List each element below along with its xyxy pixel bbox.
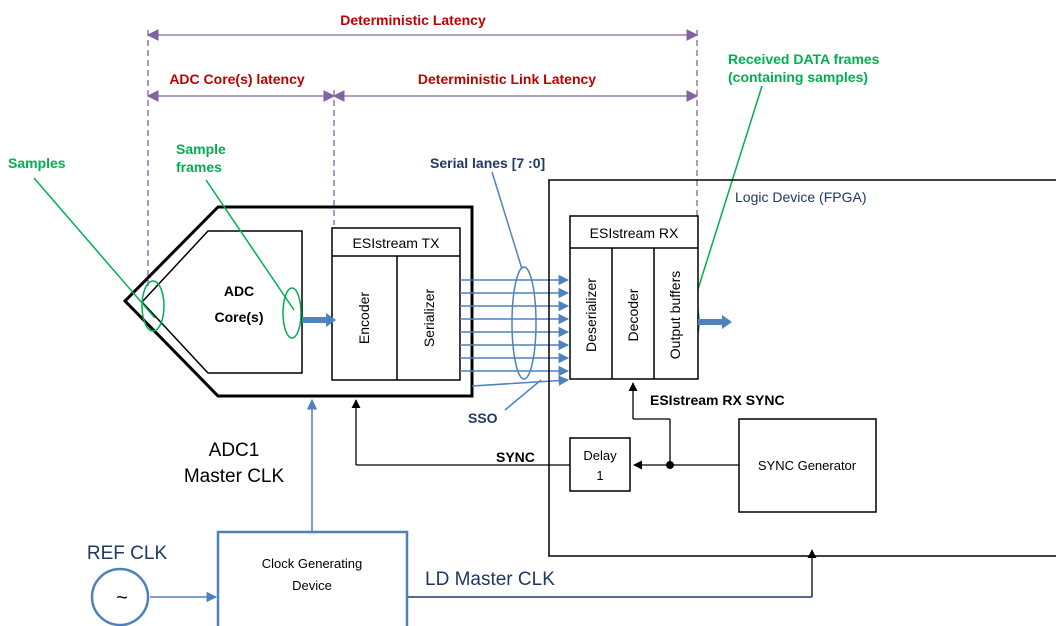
delay-block: [569, 437, 631, 492]
decoder-label: Decoder: [625, 288, 641, 341]
oscillator-symbol: ~: [116, 587, 128, 609]
sample-frames-ellipse: [282, 287, 302, 339]
adc1-master-clk-label-1: ADC1: [209, 440, 260, 461]
deterministic-latency-label: Deterministic Latency: [340, 12, 486, 28]
logic-device-label: Logic Device (FPGA): [735, 189, 866, 205]
adc-core-block: [140, 230, 303, 374]
received-data-frames-label-2: (containing samples): [728, 69, 868, 85]
received-data-frames-label-1: Received DATA frames: [728, 51, 880, 67]
link-latency-label: Deterministic Link Latency: [418, 71, 596, 87]
ld-master-clk-label: LD Master CLK: [425, 569, 555, 590]
sso-label: SSO: [468, 410, 498, 426]
sync-wiring: [351, 382, 817, 597]
deserializer-label: Deserializer: [583, 278, 599, 352]
sample-frames-label-1: Sample: [176, 141, 226, 157]
samples-ellipse: [141, 280, 165, 332]
adc-core-label-2: Core(s): [214, 309, 263, 325]
delay-label-1: Delay: [583, 448, 617, 463]
adc-core-latency-label: ADC Core(s) latency: [169, 71, 305, 87]
esistream-rx-block: ESIstream RX Deserializer Decoder Output…: [569, 215, 699, 380]
ref-clk-oscillator: ~: [90, 567, 150, 626]
ref-clk-label: REF CLK: [87, 543, 168, 564]
sync-generator-label: SYNC Generator: [758, 458, 857, 473]
serial-lanes-ellipse: [511, 266, 537, 380]
delay-label-2: 1: [596, 468, 603, 483]
adc-core-label-1: ADC: [224, 283, 254, 299]
serial-lanes: [460, 171, 570, 411]
encoder-label: Encoder: [356, 292, 372, 344]
sync-junction: [666, 461, 674, 469]
serializer-label: Serializer: [421, 288, 437, 347]
esistream-tx-title: ESIstream TX: [353, 235, 441, 251]
clock-generating-device: [216, 530, 409, 626]
clock-generating-device-label-2: Device: [292, 578, 332, 593]
sso-line: [471, 375, 570, 387]
sample-frames-label-2: frames: [176, 159, 222, 175]
adc-package-outline: [122, 205, 474, 398]
esistream-rx-sync-label: ESIstream RX SYNC: [650, 392, 785, 408]
esistream-tx-block: ESIstream TX Encoder Serializer: [331, 227, 461, 381]
esistream-rx-title: ESIstream RX: [590, 225, 679, 241]
samples-label: Samples: [8, 155, 66, 171]
output-buffers-label: Output buffers: [667, 271, 683, 359]
clock-wiring: [150, 398, 318, 603]
latency-dimensions: [146, 29, 699, 290]
adc1-master-clk-label-2: Master CLK: [184, 466, 285, 487]
sync-label: SYNC: [496, 449, 535, 465]
clock-generating-device-label-1: Clock Generating: [262, 556, 362, 571]
serial-lanes-label: Serial lanes [7 :0]: [430, 155, 545, 171]
